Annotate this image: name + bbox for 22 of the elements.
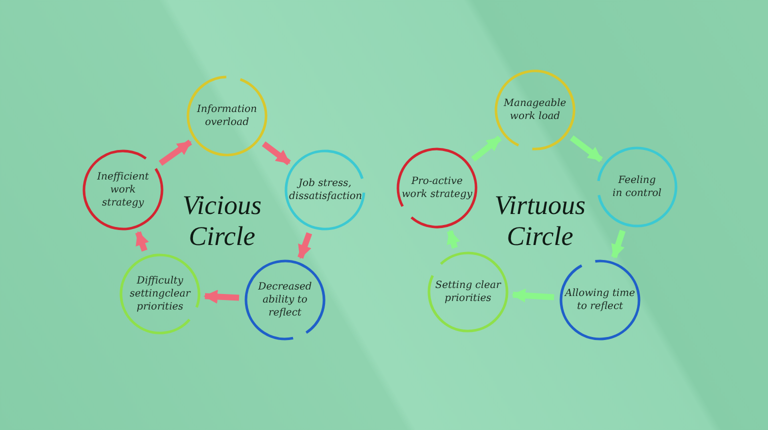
node-label: Information overload	[196, 103, 258, 129]
arrow	[611, 230, 626, 259]
arrow	[204, 290, 240, 304]
arrow	[512, 288, 554, 302]
cycle-title: Virtuous Circle	[493, 190, 586, 252]
arrow	[298, 232, 312, 260]
arrow	[262, 141, 291, 166]
arrow	[471, 136, 502, 162]
node-label: Allowing time to reflect	[564, 287, 636, 313]
node-label: Difficulty settingclear priorities	[128, 274, 192, 314]
node-label: Decreased ability to reflect	[257, 280, 313, 320]
arrow	[135, 231, 149, 252]
arrow	[570, 135, 603, 162]
node-label: Manageable work load	[502, 97, 568, 123]
node-label: Inefficient work strategy	[96, 170, 150, 210]
node-label: Feeling in control	[612, 174, 662, 200]
node-label: Setting clear priorities	[434, 279, 502, 305]
cycle-title: Vicious Circle	[182, 190, 262, 252]
node-label: Job stress, dissatisfaction	[289, 177, 361, 203]
arrow	[446, 230, 460, 249]
node-label: Pro-active work strategy	[400, 175, 474, 201]
arrow	[158, 140, 192, 166]
